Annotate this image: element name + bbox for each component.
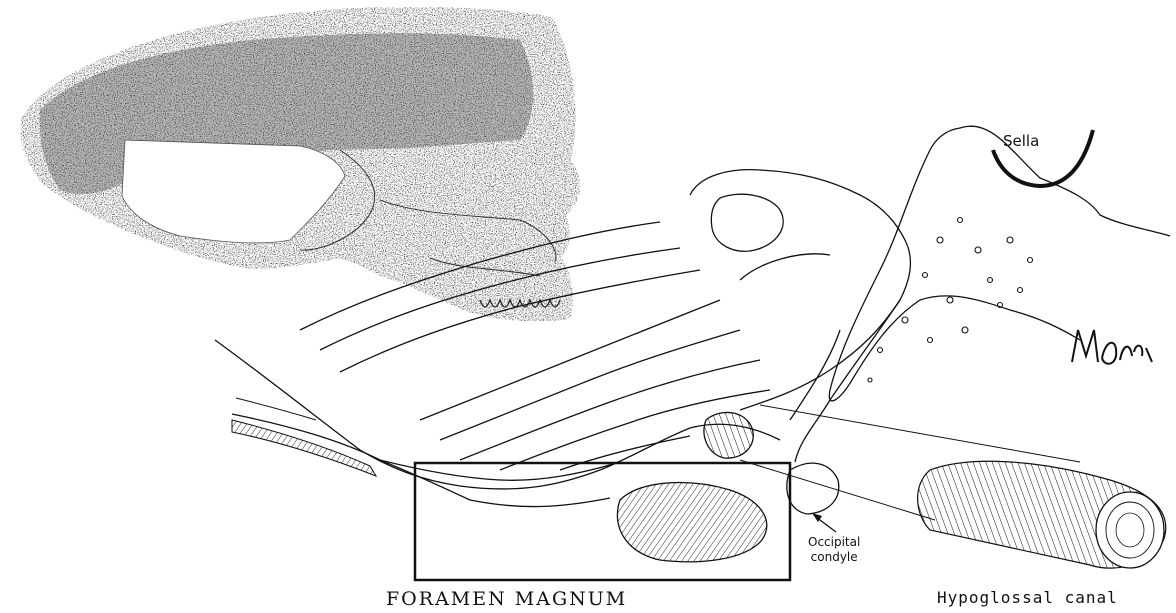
condyle-arrow <box>812 513 836 532</box>
hypoglossal-canal-tube <box>918 461 1166 568</box>
label-occipital-condyle: Occipital condyle <box>808 535 860 565</box>
label-sella: Sella <box>1003 132 1039 150</box>
hatched-band <box>232 398 376 476</box>
artist-signature <box>1068 322 1168 382</box>
skull-inset <box>21 8 580 321</box>
label-hypoglossal-canal: Hypoglossal canal <box>937 588 1118 607</box>
label-foramen-magnum: FORAMEN MAGNUM <box>386 588 627 610</box>
